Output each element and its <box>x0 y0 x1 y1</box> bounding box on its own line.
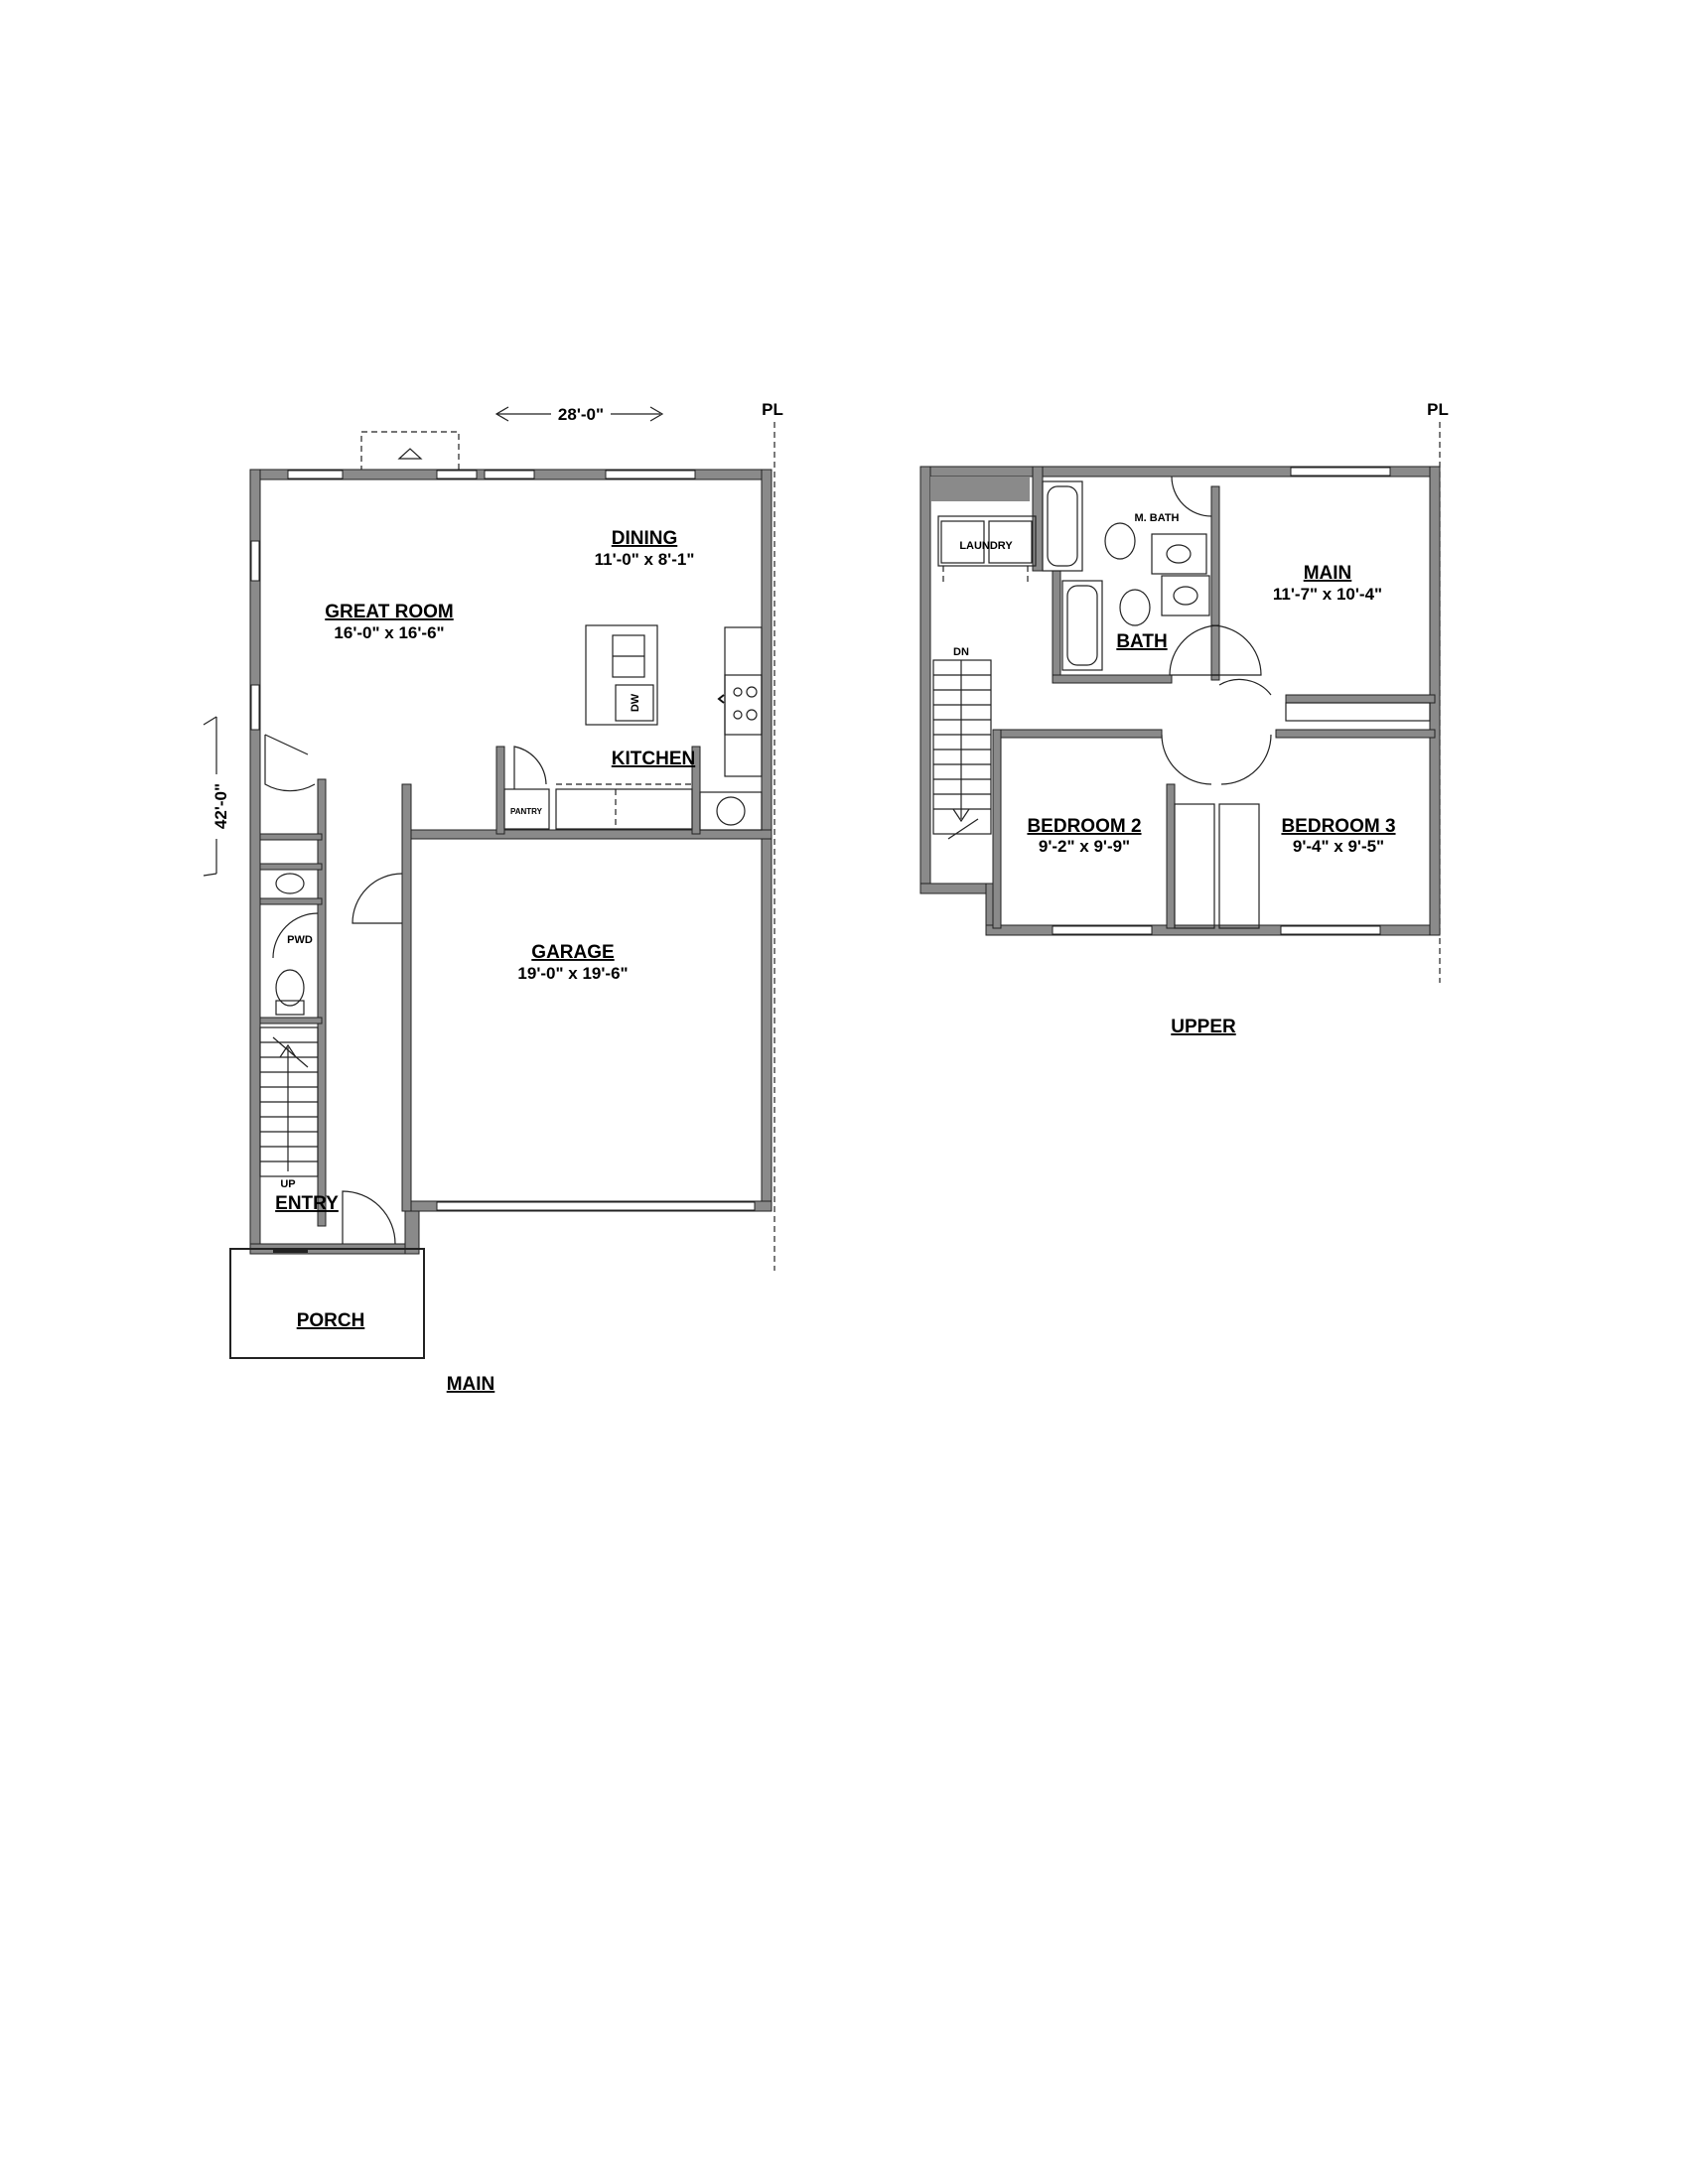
upper-property-line-label: PL <box>1427 400 1449 419</box>
depth-dimension: 42'-0" <box>203 716 230 877</box>
width-dimension-label: 28'-0" <box>558 405 604 424</box>
property-line-label: PL <box>762 400 783 419</box>
kitchen-island: DW <box>585 624 658 726</box>
main-floor-plan: 28'-0" PL <box>203 400 783 1395</box>
porch-outline <box>229 1248 425 1359</box>
porch-label: PORCH <box>297 1310 365 1331</box>
upper-plan-title: UPPER <box>1171 1017 1236 1037</box>
bedroom2-size: 9'-2" x 9'-9" <box>1039 837 1130 856</box>
pantry-label: PANTRY <box>510 807 543 816</box>
entry-label: ENTRY <box>275 1193 339 1214</box>
water-heater-icon <box>716 796 746 826</box>
closet-2 <box>1218 803 1260 929</box>
hall-bath: BATH <box>1061 575 1210 671</box>
pwd-sink-icon <box>275 873 305 894</box>
main-exterior-walls <box>249 469 773 1255</box>
closet-1 <box>1174 803 1215 929</box>
garage-walls <box>401 746 773 1212</box>
dining-size: 11'-0" x 8'-1" <box>595 550 695 569</box>
garage-size: 19'-0" x 19'-6" <box>517 964 628 983</box>
dryer-icon <box>988 520 1033 564</box>
width-dimension: 28'-0" <box>494 405 664 424</box>
main-stair-label: UP <box>280 1178 295 1190</box>
fireplace-icon <box>397 448 423 460</box>
dishwasher-label: DW <box>630 693 641 712</box>
bath-label: BATH <box>1116 631 1167 652</box>
main-stairs: UP <box>259 1026 319 1190</box>
closet-door <box>264 735 316 792</box>
fireplace-outline <box>360 431 460 475</box>
main-closet <box>1285 702 1431 722</box>
entry-threshold <box>273 1248 308 1253</box>
upper-interior-walls <box>992 485 1436 929</box>
m-bath-label: M. BATH <box>1134 512 1179 524</box>
kitchen-counter <box>555 788 693 830</box>
hall-bathtub-icon <box>1061 580 1103 671</box>
upper-stairs: DN <box>932 646 992 840</box>
pwd-door <box>272 912 319 959</box>
hall-door-2 <box>1169 624 1220 676</box>
hall-toilet-icon <box>1119 589 1151 626</box>
upper-floor-plan: PL <box>919 400 1449 1037</box>
bedroom3-size: 9'-4" x 9'-5" <box>1293 837 1384 856</box>
water-heater-box <box>699 791 763 831</box>
main-bedroom-size: 11'-7" x 10'-4" <box>1273 585 1382 604</box>
bathtub-icon <box>1042 480 1083 572</box>
entry-door <box>342 1190 396 1245</box>
main-plan-title: MAIN <box>447 1374 495 1395</box>
range-icon <box>724 674 763 736</box>
master-bath: M. BATH <box>1042 476 1212 575</box>
pwd-label: PWD <box>287 934 313 946</box>
garage-label: GARAGE <box>531 942 614 963</box>
main-bedroom-label: MAIN <box>1304 563 1352 584</box>
washer-icon <box>940 520 985 564</box>
depth-dimension-label: 42'-0" <box>211 783 230 829</box>
pantry-box <box>503 788 550 830</box>
great-room-label: GREAT ROOM <box>325 602 453 622</box>
bedroom3-door <box>1220 734 1272 785</box>
main-bedroom-door <box>1218 678 1272 696</box>
pwd-toilet-icon <box>275 969 305 1007</box>
property-line-main: PL <box>762 400 783 1271</box>
garage-door-swing <box>352 873 403 924</box>
kitchen-label: KITCHEN <box>612 749 695 769</box>
dishwasher-icon <box>615 684 654 722</box>
bedroom2-door <box>1161 734 1212 785</box>
laundry-area: LAUNDRY <box>937 515 1037 586</box>
great-room-size: 16'-0" x 16'-6" <box>334 623 444 642</box>
m-bath-door <box>1171 476 1212 517</box>
kitchen-counter-right <box>717 626 763 777</box>
vanity-icon <box>1151 533 1207 575</box>
pantry-door <box>513 746 547 789</box>
toilet-icon <box>1104 522 1136 560</box>
laundry-label: LAUNDRY <box>959 540 1013 552</box>
hall-door-1 <box>1210 624 1262 676</box>
upper-stair-label: DN <box>953 646 969 658</box>
hall-vanity-icon <box>1161 575 1210 616</box>
bedroom3-label: BEDROOM 3 <box>1281 816 1395 837</box>
dining-label: DINING <box>612 528 678 549</box>
main-interior-walls <box>259 778 327 1227</box>
bedroom2-label: BEDROOM 2 <box>1027 816 1141 837</box>
